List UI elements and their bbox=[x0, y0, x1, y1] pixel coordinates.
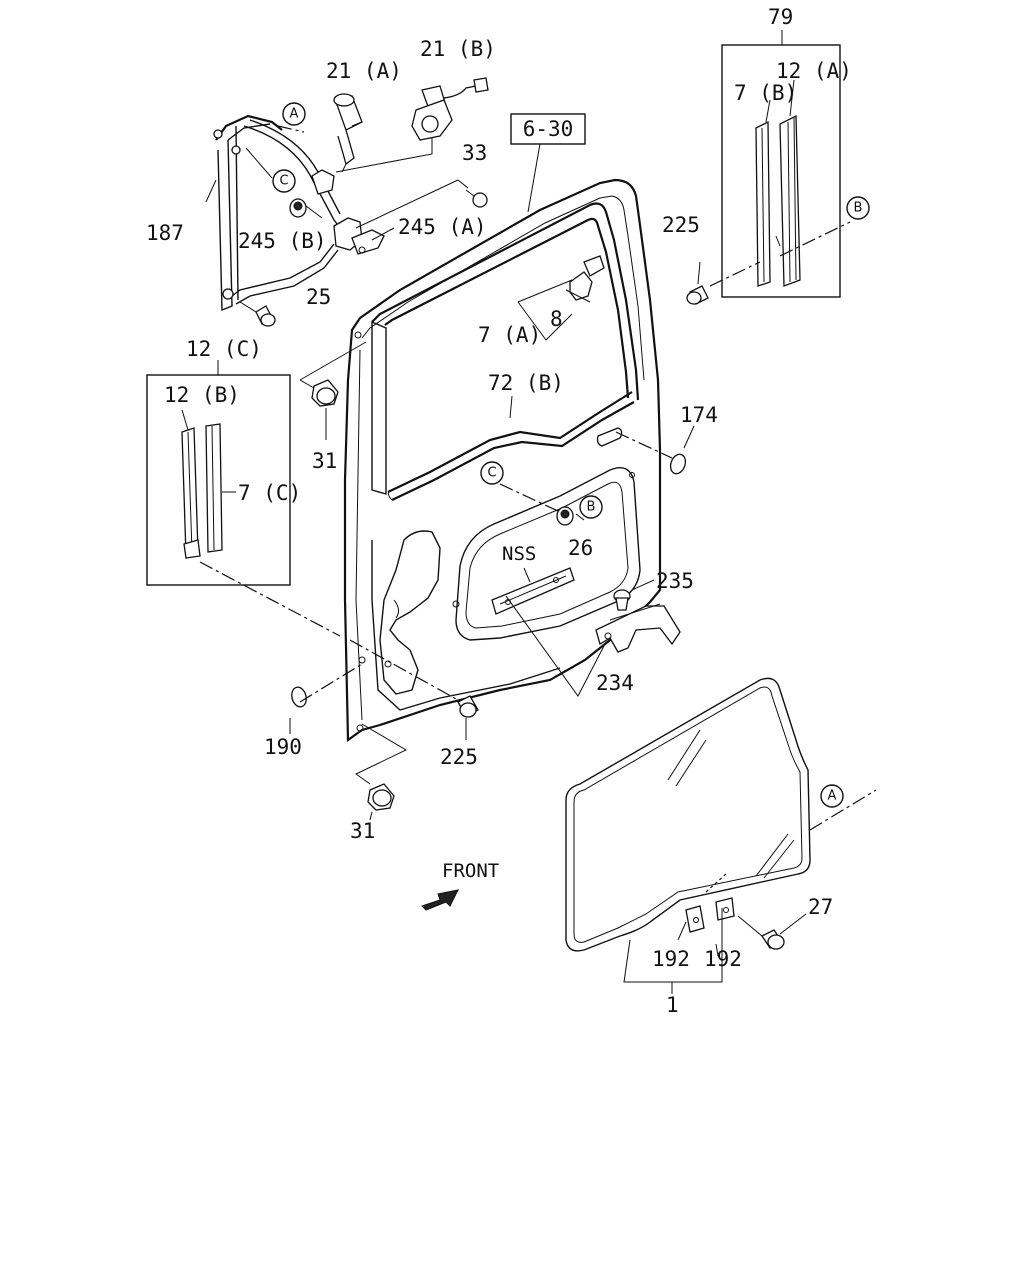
label-72b: 72 (B) bbox=[488, 371, 564, 395]
svg-text:C: C bbox=[279, 174, 288, 189]
screw-33 bbox=[465, 189, 488, 208]
motor-21a bbox=[333, 93, 363, 166]
label-12b: 12 (B) bbox=[164, 383, 240, 407]
callout-a-upper: A bbox=[282, 102, 306, 126]
leader-glass-dotted bbox=[705, 873, 727, 893]
label-245b: 245 (B) bbox=[238, 229, 327, 253]
callout-c-upper: C bbox=[272, 169, 296, 193]
label-7c: 7 (C) bbox=[238, 481, 301, 505]
plug-174 bbox=[669, 425, 695, 475]
label-21b: 21 (B) bbox=[420, 37, 496, 61]
leader-187 bbox=[205, 179, 217, 203]
box-12c bbox=[146, 360, 291, 586]
callout-a-glass: A bbox=[820, 784, 844, 808]
leader-12c-to-door bbox=[199, 561, 341, 637]
label-12a: 12 (A) bbox=[776, 59, 852, 83]
label-26: 26 bbox=[568, 536, 593, 560]
bumper-31-upper bbox=[311, 379, 339, 440]
label-31-lower: 31 bbox=[350, 819, 375, 843]
svg-text:B: B bbox=[854, 201, 863, 216]
leader-31-lower bbox=[355, 723, 408, 785]
leader-door-225 bbox=[349, 639, 459, 701]
glass-assembly-1 bbox=[565, 677, 811, 952]
leader-234-nss bbox=[505, 595, 607, 697]
label-225-lower: 225 bbox=[440, 745, 478, 769]
label-front: FRONT bbox=[442, 860, 499, 882]
leader-a-regulator bbox=[277, 125, 305, 133]
bolt-27 bbox=[737, 913, 807, 950]
motor-21b bbox=[411, 77, 489, 141]
bolt-235 bbox=[613, 579, 655, 611]
nut-245b bbox=[289, 198, 307, 218]
leader-245a bbox=[371, 227, 395, 241]
label-174: 174 bbox=[680, 403, 718, 427]
label-8: 8 bbox=[550, 307, 563, 331]
leader-31-upper bbox=[299, 341, 367, 381]
svg-text:C: C bbox=[487, 466, 496, 481]
label-7a: 7 (A) bbox=[478, 323, 541, 347]
label-235: 235 bbox=[656, 569, 694, 593]
svg-text:B: B bbox=[587, 500, 596, 515]
leader-c-26 bbox=[499, 483, 561, 513]
label-33: 33 bbox=[462, 141, 487, 165]
label-79: 79 bbox=[768, 5, 793, 29]
label-1: 1 bbox=[666, 993, 679, 1017]
leader-225-79 bbox=[709, 261, 761, 287]
label-225-upper: 225 bbox=[662, 213, 700, 237]
label-7b: 7 (B) bbox=[734, 81, 797, 105]
svg-text:A: A bbox=[290, 107, 299, 122]
label-27: 27 bbox=[808, 895, 833, 919]
leader-glass-a bbox=[809, 789, 877, 831]
label-192-left: 192 bbox=[652, 947, 690, 971]
plug-190 bbox=[289, 686, 307, 734]
front-arrow bbox=[421, 889, 459, 911]
bumper-31-lower bbox=[367, 783, 395, 821]
svg-text:A: A bbox=[828, 789, 837, 804]
leader-c-regulator bbox=[245, 147, 273, 179]
label-190: 190 bbox=[264, 735, 302, 759]
door-panel bbox=[343, 178, 662, 743]
label-25: 25 bbox=[306, 285, 331, 309]
callout-c-door: C bbox=[480, 461, 504, 485]
label-245a: 245 (A) bbox=[398, 215, 487, 239]
leader-nss bbox=[523, 567, 531, 583]
label-187: 187 bbox=[146, 221, 184, 245]
callout-b-upper: B bbox=[846, 196, 870, 220]
bolt-225-lower bbox=[457, 695, 479, 740]
label-234: 234 bbox=[596, 671, 634, 695]
label-nss: NSS bbox=[502, 543, 536, 565]
bracket-line-1 bbox=[623, 908, 723, 983]
label-21a: 21 (A) bbox=[326, 59, 402, 83]
leader-190 bbox=[299, 663, 363, 703]
callout-b-door: B bbox=[579, 495, 603, 519]
label-12c: 12 (C) bbox=[186, 337, 262, 361]
leader-b-door bbox=[575, 513, 585, 521]
leader-7a-8 bbox=[517, 301, 573, 341]
regulator-assembly-187 bbox=[213, 114, 385, 312]
bolt-25 bbox=[239, 301, 276, 327]
leader-79-b bbox=[779, 221, 851, 257]
leader-72b bbox=[509, 395, 513, 419]
ref-box-6-30: 6-30 bbox=[510, 113, 586, 213]
leader-174 bbox=[615, 431, 673, 459]
bolt-225-upper bbox=[686, 261, 709, 305]
nut-26 bbox=[556, 506, 574, 526]
label-31-upper: 31 bbox=[312, 449, 337, 473]
label-192-right: 192 bbox=[704, 947, 742, 971]
box-79 bbox=[721, 30, 841, 298]
label-6-30: 6-30 bbox=[523, 117, 574, 141]
bracket-234 bbox=[595, 603, 681, 653]
